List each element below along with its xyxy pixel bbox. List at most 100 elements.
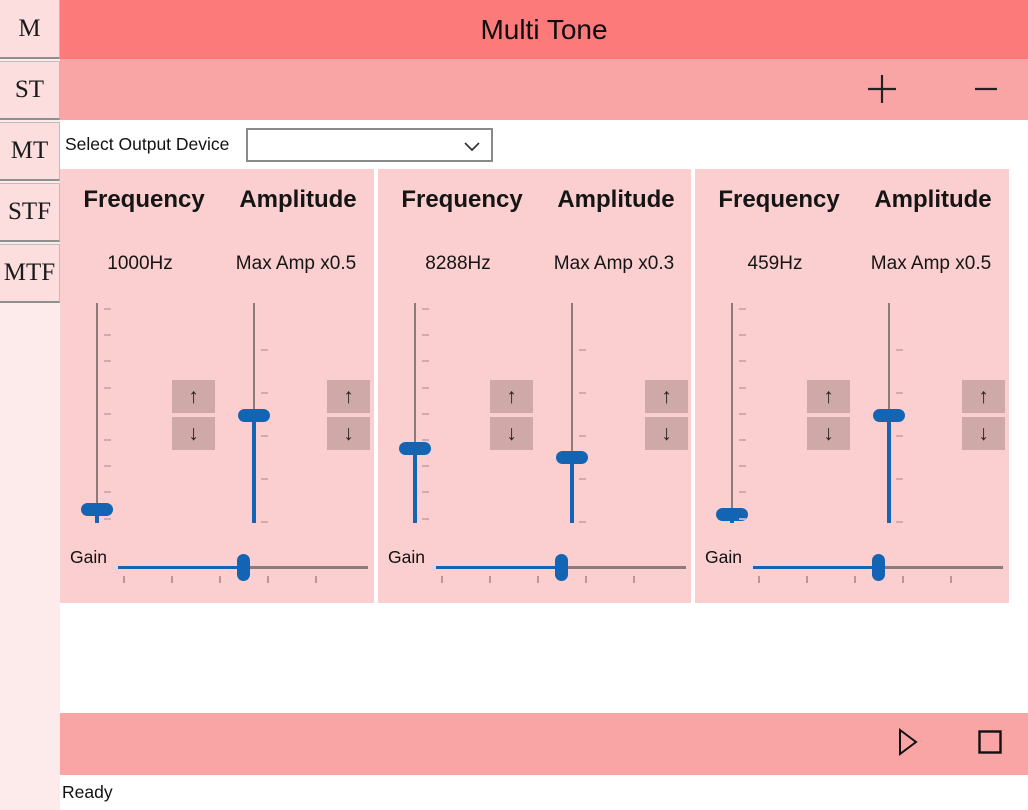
slider-tick <box>854 576 856 583</box>
frequency-value: 459Hz <box>747 253 803 274</box>
frequency-slider-thumb[interactable] <box>399 441 431 455</box>
slider-tick <box>422 386 429 389</box>
slider-tick <box>441 576 443 583</box>
frequency-slider-track <box>731 303 733 523</box>
slider-tick <box>896 435 903 437</box>
gain-slider-thumb[interactable] <box>554 554 568 581</box>
slider-tick <box>104 465 111 468</box>
amplitude-slider[interactable] <box>237 303 271 523</box>
slider-tick <box>267 576 269 583</box>
sidebar-tab-m[interactable]: M <box>0 0 60 59</box>
frequency-slider-thumb[interactable] <box>81 503 113 517</box>
amplitude-down-button[interactable]: ↓ <box>327 417 370 450</box>
remove-tone-button[interactable] <box>964 67 1008 111</box>
add-tone-button[interactable] <box>860 67 904 111</box>
stop-icon <box>968 720 1012 769</box>
slider-tick <box>739 412 746 415</box>
slider-tick <box>261 349 268 351</box>
frequency-slider[interactable] <box>80 303 114 523</box>
gain-slider[interactable] <box>436 554 686 588</box>
sidebar-tab-mtf[interactable]: MTF <box>0 244 60 303</box>
up-arrow-icon: ↑ <box>661 384 672 408</box>
play-icon <box>885 720 929 769</box>
frequency-slider-track <box>414 303 416 523</box>
frequency-up-button[interactable]: ↑ <box>172 380 215 413</box>
slider-tick <box>171 576 173 583</box>
sidebar-tab-mt[interactable]: MT <box>0 122 60 181</box>
gain-slider-thumb[interactable] <box>236 554 250 581</box>
amplitude-slider-fill <box>570 457 574 523</box>
slider-tick <box>633 576 635 583</box>
slider-tick <box>579 521 586 523</box>
output-device-select[interactable] <box>246 128 493 162</box>
gain-label: Gain <box>388 547 425 567</box>
slider-tick <box>579 478 586 480</box>
slider-tick <box>422 360 429 363</box>
down-arrow-icon: ↓ <box>823 421 834 445</box>
play-button[interactable] <box>885 722 929 766</box>
slider-tick <box>537 576 539 583</box>
slider-tick <box>104 360 111 363</box>
amplitude-up-button[interactable]: ↑ <box>645 380 688 413</box>
gain-label: Gain <box>70 547 107 567</box>
slider-tick <box>950 576 952 583</box>
gain-slider-track <box>878 566 1003 569</box>
slider-tick <box>261 478 268 480</box>
frequency-slider[interactable] <box>715 303 749 523</box>
slider-tick <box>896 478 903 480</box>
slider-tick <box>739 465 746 468</box>
gain-slider-fill <box>118 566 243 569</box>
slider-tick <box>123 576 125 583</box>
up-arrow-icon: ↑ <box>978 384 989 408</box>
gain-label: Gain <box>705 547 742 567</box>
amplitude-slider-thumb[interactable] <box>238 408 270 422</box>
frequency-up-button[interactable]: ↑ <box>490 380 533 413</box>
slider-tick <box>261 521 268 523</box>
amplitude-up-button[interactable]: ↑ <box>962 380 1005 413</box>
amplitude-up-button[interactable]: ↑ <box>327 380 370 413</box>
gain-slider[interactable] <box>118 554 368 588</box>
slider-tick <box>422 439 429 441</box>
slider-tick <box>261 392 268 394</box>
frequency-header: Frequency <box>401 186 523 213</box>
down-arrow-icon: ↓ <box>188 421 199 445</box>
gain-slider-thumb[interactable] <box>871 554 885 581</box>
frequency-value: 8288Hz <box>425 253 491 274</box>
frequency-down-button[interactable]: ↓ <box>807 417 850 450</box>
amplitude-slider-thumb[interactable] <box>873 408 905 422</box>
amplitude-slider[interactable] <box>872 303 906 523</box>
amplitude-slider-track <box>571 303 573 523</box>
slider-tick <box>579 349 586 351</box>
frequency-slider-thumb[interactable] <box>716 507 748 521</box>
up-arrow-icon: ↑ <box>188 384 199 408</box>
frequency-down-button[interactable]: ↓ <box>490 417 533 450</box>
slider-tick <box>104 439 111 441</box>
tone-panel: Frequency Amplitude 459Hz Max Amp x0.5 ↑… <box>695 169 1009 603</box>
amplitude-down-button[interactable]: ↓ <box>962 417 1005 450</box>
slider-tick <box>422 491 429 494</box>
slider-tick <box>739 360 746 363</box>
frequency-up-button[interactable]: ↑ <box>807 380 850 413</box>
down-arrow-icon: ↓ <box>343 421 354 445</box>
slider-tick <box>739 439 746 441</box>
stop-button[interactable] <box>968 722 1012 766</box>
amplitude-header: Amplitude <box>874 186 992 213</box>
slider-tick <box>758 576 760 583</box>
frequency-slider-track <box>96 303 98 523</box>
slider-tick <box>104 386 111 389</box>
gain-slider[interactable] <box>753 554 1003 588</box>
amplitude-down-button[interactable]: ↓ <box>645 417 688 450</box>
slider-tick <box>806 576 808 583</box>
frequency-slider[interactable] <box>398 303 432 523</box>
amplitude-slider-thumb[interactable] <box>556 450 588 464</box>
amplitude-value: Max Amp x0.5 <box>870 253 992 274</box>
slider-tick <box>422 308 429 310</box>
slider-tick <box>579 392 586 394</box>
slider-tick <box>219 576 221 583</box>
slider-tick <box>422 334 429 337</box>
sidebar-tab-stf[interactable]: STF <box>0 183 60 242</box>
frequency-down-button[interactable]: ↓ <box>172 417 215 450</box>
amplitude-slider[interactable] <box>555 303 589 523</box>
sidebar-tab-st[interactable]: ST <box>0 61 60 120</box>
